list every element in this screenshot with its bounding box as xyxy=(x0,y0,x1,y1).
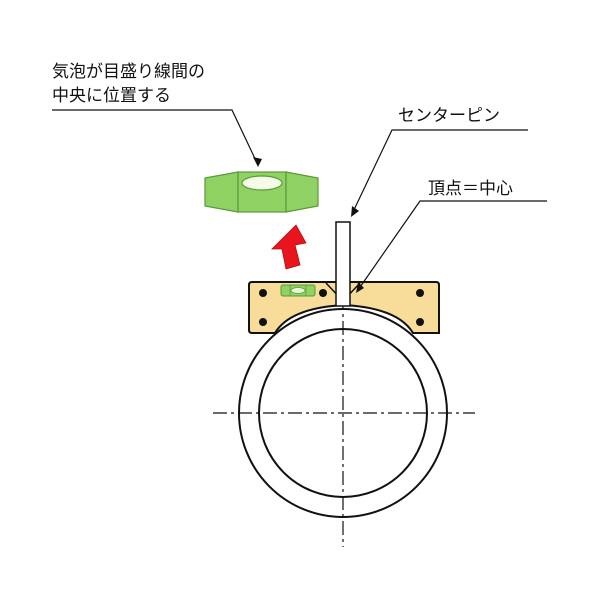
bubble-vial-enlarged xyxy=(204,171,319,213)
leader-center-pin xyxy=(351,129,528,215)
bubble-label-line2: 中央に位置する xyxy=(52,86,171,106)
centerlines xyxy=(213,296,475,547)
level-gauge xyxy=(248,281,440,334)
screw-top-left xyxy=(259,289,267,297)
screw-top-right xyxy=(416,289,424,297)
embedded-bubble-vial xyxy=(280,284,316,297)
leader-apex xyxy=(357,200,547,291)
vial-left-cap xyxy=(204,171,239,213)
screw-top-mid xyxy=(319,289,327,297)
leader-lines xyxy=(52,109,547,291)
apex-center-label: 頂点＝中心 xyxy=(428,179,513,199)
bubble-label-line1: 気泡が目盛り線間の xyxy=(52,62,205,82)
screw-bottom-left xyxy=(259,318,267,326)
red-up-arrow xyxy=(271,224,307,270)
center-pin xyxy=(335,221,351,307)
center-pin-label: センターピン xyxy=(398,106,500,126)
vial-right-cap xyxy=(285,171,319,213)
bubble xyxy=(241,175,283,191)
leader-bubble xyxy=(52,109,259,166)
screw-bottom-right xyxy=(416,318,424,326)
leader-arrowheads xyxy=(253,157,364,293)
